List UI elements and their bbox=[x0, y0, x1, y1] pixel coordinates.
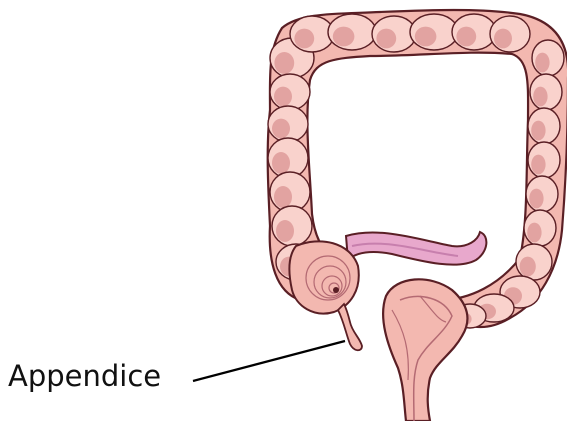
haustra-shadow bbox=[274, 52, 294, 74]
appendix-body bbox=[338, 304, 362, 350]
haustra-shadow bbox=[531, 155, 545, 175]
haustra-shadow bbox=[494, 29, 512, 49]
appendix bbox=[338, 304, 362, 350]
haustra-shadow bbox=[276, 220, 294, 242]
terminal-ileum bbox=[346, 232, 486, 265]
haustra-shadow bbox=[535, 53, 549, 73]
cecum bbox=[289, 241, 358, 313]
haustra-shadow bbox=[274, 87, 292, 107]
haustra-shadow bbox=[333, 27, 355, 47]
haustra-shadow bbox=[415, 27, 437, 47]
haustra-shadow bbox=[272, 152, 290, 174]
leader-line bbox=[193, 341, 345, 381]
haustra-shadow bbox=[272, 119, 290, 139]
haustra-shadow bbox=[520, 257, 536, 277]
haustra-shadow bbox=[274, 186, 292, 208]
haustra-shadow bbox=[294, 29, 314, 49]
appendix-label: Appendice bbox=[8, 362, 161, 391]
haustra-shadow bbox=[376, 29, 396, 49]
haustra-shadow bbox=[533, 87, 547, 107]
haustra-shadow bbox=[531, 121, 545, 141]
haustra-shadow bbox=[527, 223, 541, 243]
haustra-shadow bbox=[529, 189, 543, 209]
cecum-body bbox=[289, 241, 358, 313]
ileocecal-orifice bbox=[333, 287, 339, 293]
haustra-shadow bbox=[456, 27, 476, 47]
rectum bbox=[383, 279, 467, 421]
